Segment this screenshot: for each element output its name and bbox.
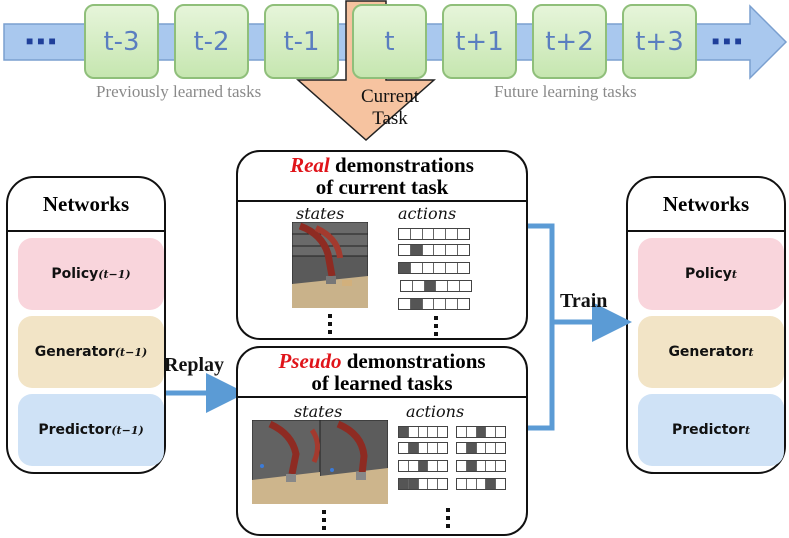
- pseudo-action-row: [456, 442, 506, 454]
- generator-label-current: Generator: [668, 344, 749, 360]
- pseudo-demo-panel: Pseudo demonstrations of learned tasks s…: [236, 346, 528, 536]
- pseudo-states-label: states: [294, 402, 343, 421]
- real-action-row: [398, 244, 470, 256]
- real-demo-title-highlight: Real: [290, 153, 330, 177]
- real-demo-title: Real demonstrations of current task: [238, 154, 526, 198]
- predictor-label-previous: Predictor: [38, 422, 112, 438]
- timeline-left-dots: ■■■: [26, 34, 60, 48]
- real-action-row: [398, 228, 470, 240]
- networks-title-current: Networks: [628, 178, 784, 232]
- predictor-label-current: Predictor: [671, 422, 745, 438]
- task-box-t-minus-2: t-2: [174, 4, 249, 79]
- predictor-superscript-current: t: [744, 423, 751, 437]
- real-state-frames: [291, 221, 369, 309]
- policy-card-previous: Policy(t−1): [18, 238, 164, 310]
- real-demo-divider: [238, 200, 526, 202]
- real-demo-title-line2: of current task: [315, 175, 449, 199]
- policy-superscript-previous: (t−1): [98, 267, 131, 281]
- pseudo-actions-label: actions: [406, 402, 465, 421]
- pseudo-state-frames: [251, 419, 389, 505]
- real-states-more-icon: [328, 314, 332, 338]
- policy-label-current: Policy: [685, 266, 732, 282]
- policy-label-previous: Policy: [51, 266, 99, 282]
- pseudo-demo-title: Pseudo demonstrations of learned tasks: [238, 350, 526, 394]
- pseudo-states-more-icon: [322, 510, 326, 534]
- pseudo-demo-title-line2: of learned tasks: [311, 371, 453, 395]
- task-box-t-plus-3: t+3: [622, 4, 697, 79]
- generated-robot-image: [251, 419, 389, 505]
- replay-label: Replay: [164, 354, 224, 376]
- task-box-t-plus-2: t+2: [532, 4, 607, 79]
- predictor-card-previous: Predictor(t−1): [18, 394, 164, 466]
- real-demo-panel: Real demonstrations of current task stat…: [236, 150, 528, 340]
- pseudo-action-row: [456, 478, 506, 490]
- pseudo-action-row: [398, 426, 448, 438]
- policy-superscript-current: t: [731, 267, 737, 281]
- robot-arm-image: [291, 221, 369, 309]
- current-task-label: Current Task: [336, 86, 444, 130]
- pseudo-demo-title-rest: demonstrations: [341, 349, 486, 373]
- pseudo-action-row: [398, 460, 448, 472]
- task-box-t-minus-1: t-1: [264, 4, 339, 79]
- task-box-t: t: [352, 4, 427, 79]
- pseudo-action-row: [456, 460, 506, 472]
- real-states-label: states: [296, 204, 345, 223]
- task-timeline: ■■■ ■■■ t-3 t-2 t-1 t Current Task t+1 t…: [0, 0, 789, 142]
- pseudo-action-row: [456, 426, 506, 438]
- real-action-row: [398, 298, 470, 310]
- future-tasks-label: Future learning tasks: [494, 82, 637, 101]
- train-label: Train: [560, 290, 608, 312]
- pseudo-demo-divider: [238, 396, 526, 398]
- networks-title-previous: Networks: [8, 178, 164, 232]
- pseudo-action-row: [398, 442, 448, 454]
- generator-label-previous: Generator: [34, 344, 115, 360]
- predictor-superscript-previous: (t−1): [111, 423, 144, 437]
- pseudo-demo-title-highlight: Pseudo: [278, 349, 342, 373]
- generator-superscript-current: t: [748, 345, 754, 359]
- current-task-label-line1: Current: [360, 86, 420, 107]
- timeline-right-dots: ■■■: [712, 34, 746, 48]
- networks-panel-previous: Networks Policy(t−1) Generator(t−1) Pred…: [6, 176, 166, 474]
- task-box-t-plus-1: t+1: [442, 4, 517, 79]
- real-action-row: [398, 262, 470, 274]
- pseudo-action-row: [398, 478, 448, 490]
- real-actions-label: actions: [398, 204, 457, 223]
- train-bracket: [528, 223, 555, 431]
- generator-superscript-previous: (t−1): [114, 345, 148, 359]
- real-actions-more-icon: [434, 316, 438, 340]
- previous-tasks-label: Previously learned tasks: [96, 82, 262, 101]
- pseudo-actions-more-icon: [446, 508, 450, 532]
- current-task-label-line2: Task: [372, 108, 408, 129]
- real-demo-title-rest: demonstrations: [329, 153, 474, 177]
- real-action-row: [400, 280, 472, 292]
- generator-card-previous: Generator(t−1): [18, 316, 164, 388]
- task-box-t-minus-3: t-3: [84, 4, 159, 79]
